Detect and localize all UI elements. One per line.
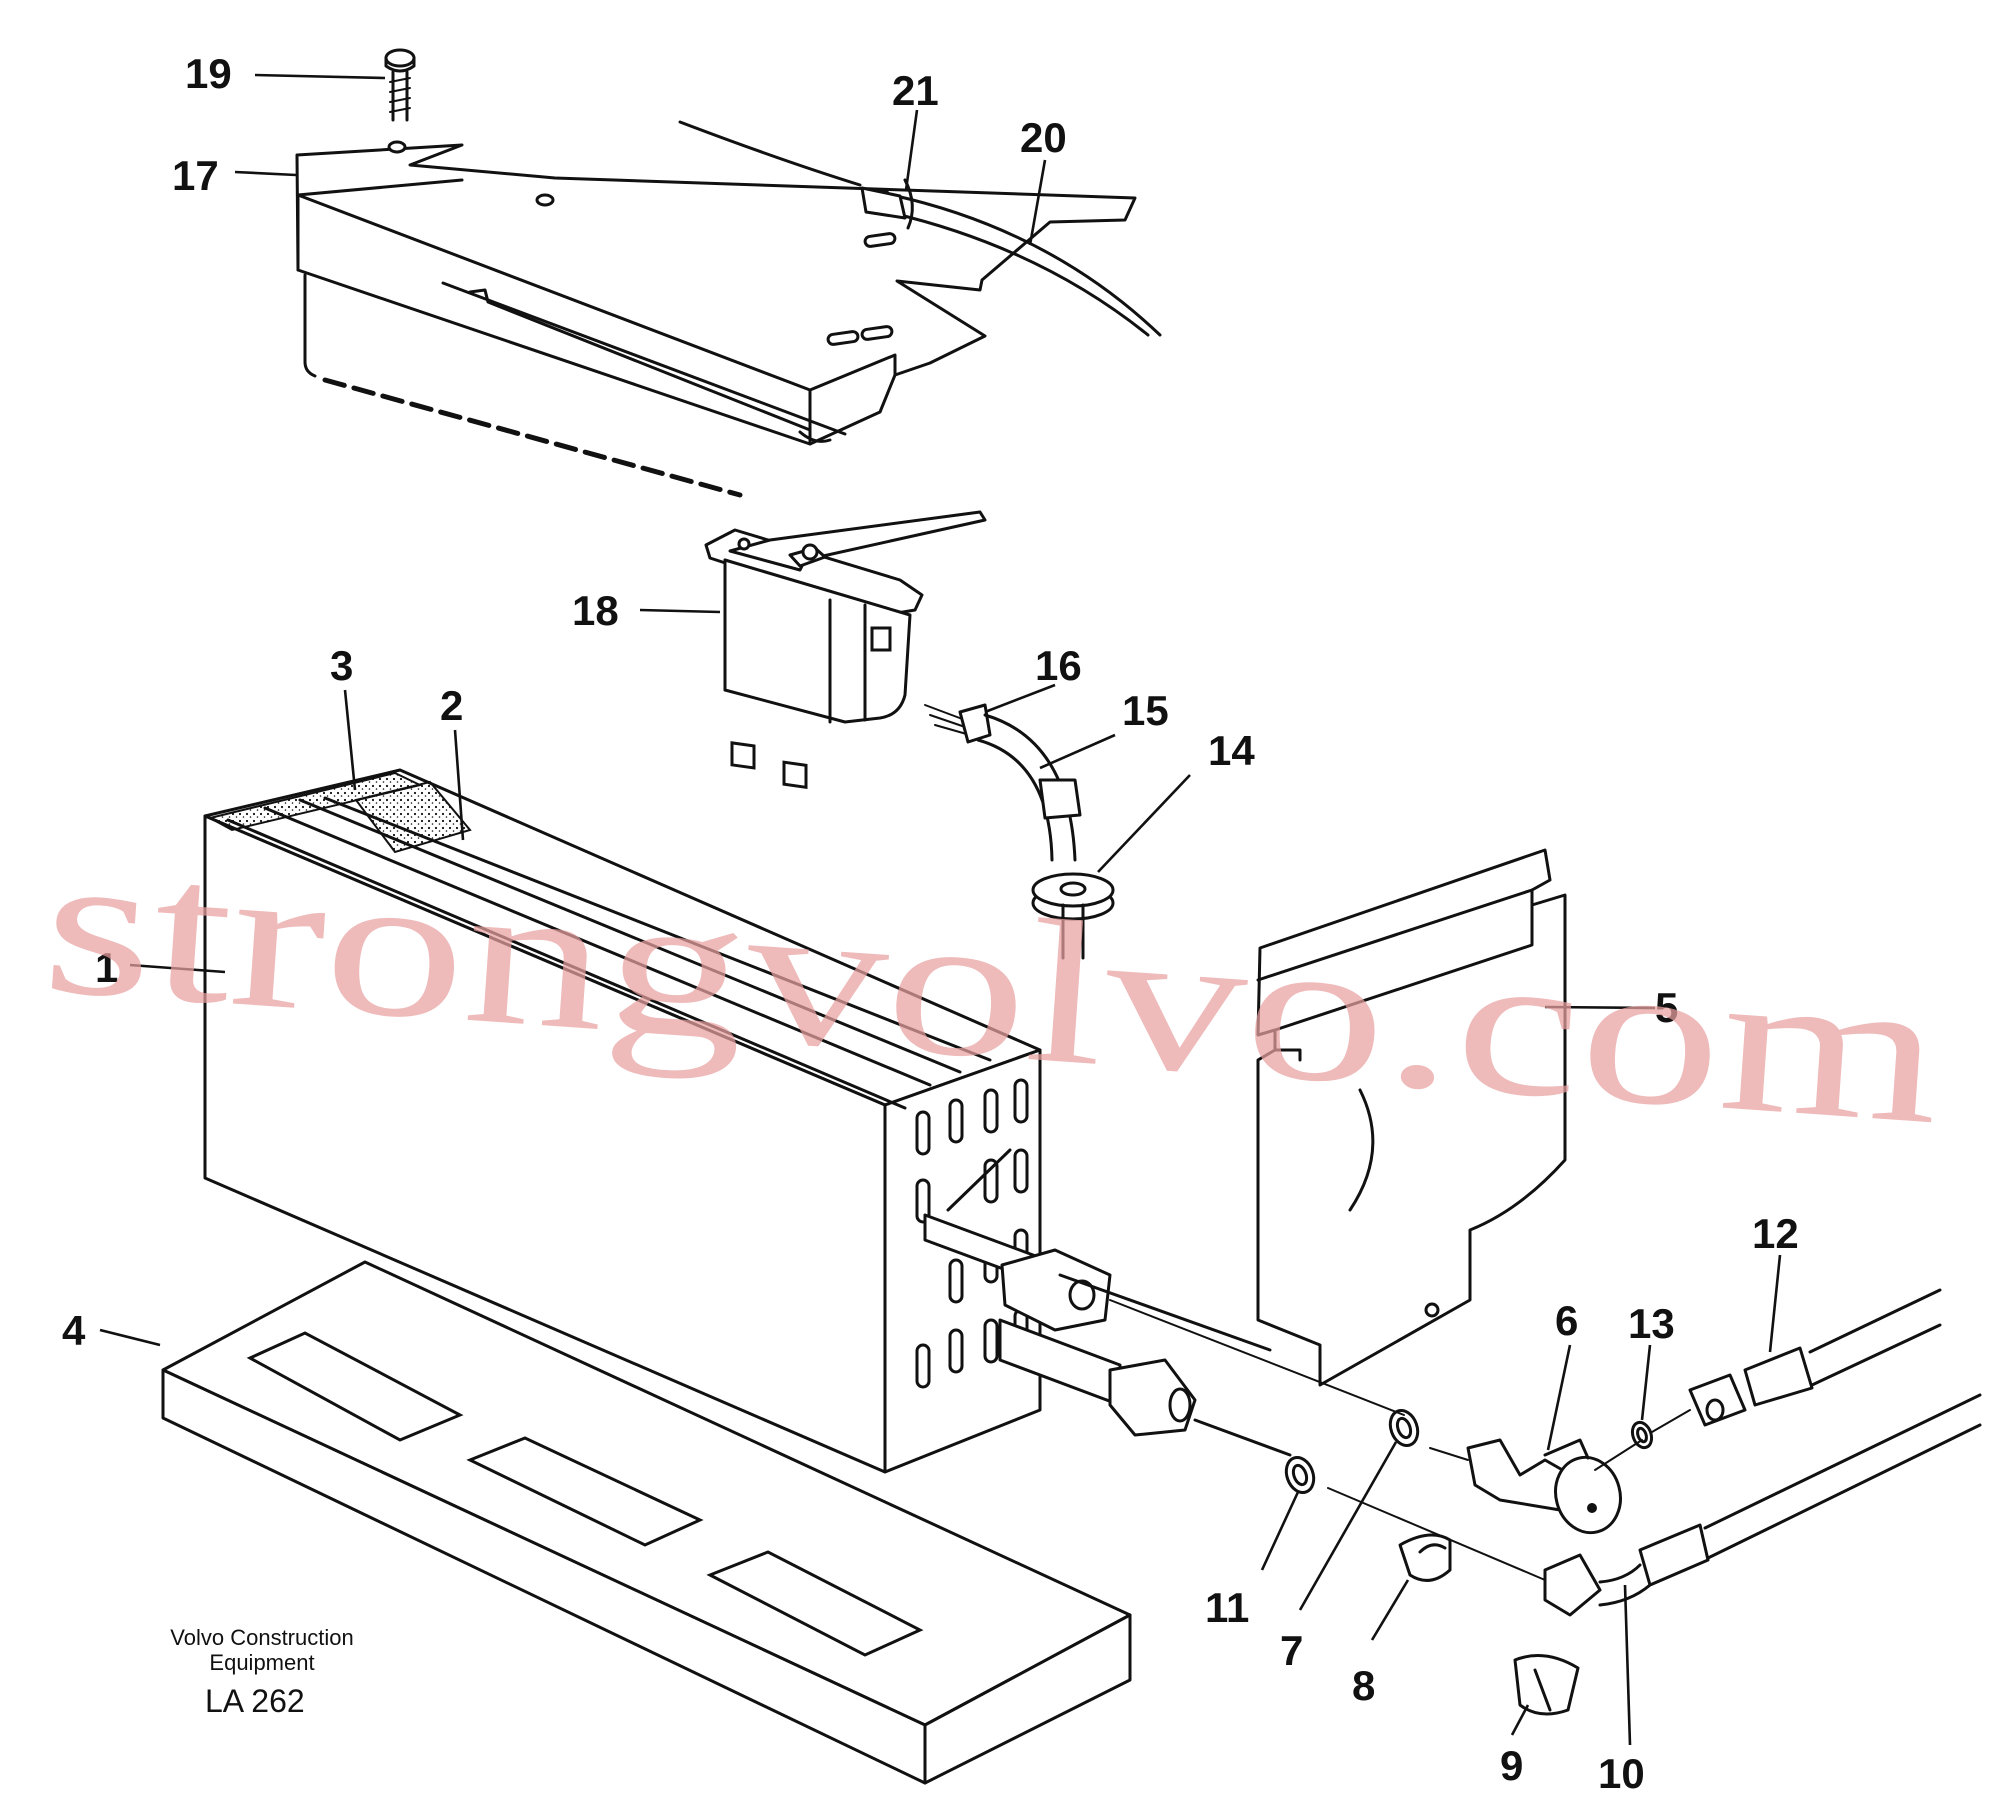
base-tray-part <box>161 1260 1132 1785</box>
callout-8: 8 <box>1352 1662 1375 1709</box>
callout-7: 7 <box>1280 1627 1303 1674</box>
callout-11: 11 <box>1205 1584 1249 1631</box>
callout-19: 19 <box>185 50 232 97</box>
callout-18: 18 <box>572 587 619 634</box>
callout-9: 9 <box>1500 1742 1523 1789</box>
cover-plate-part <box>1256 848 1567 1387</box>
callout-14: 14 <box>1208 727 1255 774</box>
caption-brand-line1: Volvo Construction <box>170 1625 353 1650</box>
callout-16: 16 <box>1035 642 1082 689</box>
leader-lines <box>99 73 1782 1746</box>
callout-4: 4 <box>62 1307 86 1354</box>
callout-20: 20 <box>1020 114 1067 161</box>
callout-10: 10 <box>1598 1750 1645 1797</box>
callout-labels: 19 17 21 20 18 16 15 14 3 2 1 5 4 6 13 1… <box>62 50 1799 1797</box>
figure-code: LA 262 <box>205 1683 305 1719</box>
callout-17: 17 <box>172 152 219 199</box>
callout-3: 3 <box>330 642 353 689</box>
mounting-bracket-part <box>295 140 1137 498</box>
caption-brand-line2: Equipment <box>209 1650 314 1675</box>
callout-12: 12 <box>1752 1210 1799 1257</box>
callout-1: 1 <box>95 944 118 991</box>
screw-part <box>384 48 416 122</box>
fittings-parts <box>1109 1288 1982 1716</box>
heater-housing-part <box>203 768 1292 1474</box>
callout-2: 2 <box>440 682 463 729</box>
callout-5: 5 <box>1655 984 1678 1031</box>
callout-21: 21 <box>892 67 939 114</box>
cable-part <box>678 120 1162 337</box>
callout-15: 15 <box>1122 687 1169 734</box>
wire-harness-part <box>924 703 1115 960</box>
figure-caption: Volvo Construction Equipment LA 262 <box>170 1625 353 1719</box>
callout-6: 6 <box>1555 1297 1578 1344</box>
callout-13: 13 <box>1628 1300 1675 1347</box>
switch-part <box>704 510 987 789</box>
